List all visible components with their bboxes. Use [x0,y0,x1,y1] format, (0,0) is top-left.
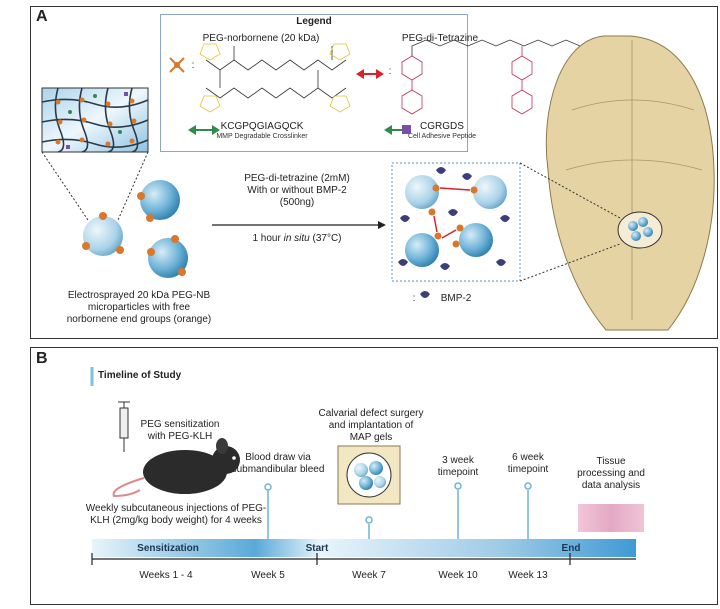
surgery-line3: MAP gels [349,432,393,443]
reaction-line4-pre: 1 hour [252,233,284,244]
peptide-icon [384,125,411,135]
bar-start-label: Start [305,543,329,554]
reaction-line1: PEG-di-tetrazine (2mM) [244,173,350,184]
crosslinker-arrow-icon [188,125,220,135]
peg-nb-structure-icon [169,43,351,113]
particles-caption-line1: Electrosprayed 20 kDa PEG-NB [67,290,211,301]
bmp-label: BMP-2 [440,293,472,304]
reaction-line4-post: (37°C) [309,233,342,244]
syringe-icon [118,401,130,452]
timeline-bar [92,539,636,557]
map-gel-particles [398,167,510,270]
sensitization-line2: with PEG-KLH [147,431,213,442]
tp6-line1: 6 week [512,452,544,463]
legend-colon-tz: : [388,66,392,77]
hydrogel-mesh-zoom [41,87,149,153]
injection-line1: Weekly subcutaneous injections of PEG- [85,503,267,514]
histology-icon [578,504,644,532]
week-label: Week 7 [352,570,386,581]
legend-crosslinker-seq: KCGPQGIAGQCK [220,121,304,132]
reaction-line2: With or without BMP-2 [247,185,347,196]
timeline-markers [264,482,532,539]
week-label: Week 13 [508,570,548,581]
microparticles-group [82,180,188,278]
reaction-double-arrow-icon [356,69,384,79]
tissue-line1: Tissue [596,456,626,467]
tp6-line2: timepoint [507,464,549,475]
peg-tz-structure-icon [401,39,609,115]
sensitization-line1: PEG sensitization [140,419,220,430]
reaction-line3: (500ng) [279,197,315,208]
map-gel-box [391,162,521,282]
week-label: Week 10 [438,570,478,581]
legend-crosslinker-desc: MMP Degradable Crosslinker [216,133,308,140]
panel-b-label: B [36,350,48,367]
legend-title: Legend [296,16,332,27]
blood-draw-line1: Blood draw via [245,452,311,463]
legend-peg-tz-label: PEG-di-Tetrazine [401,33,479,44]
injection-line2: KLH (2mg/kg body weight) for 4 weeks [90,515,262,526]
timeline-title: Timeline of Study [98,370,182,381]
reaction-line4-em: in situ [283,233,310,244]
bar-sensitization-label: Sensitization [137,543,199,554]
particles-caption-line3: norbornene end groups (orange) [66,314,212,325]
tissue-line3: data analysis [581,480,641,491]
week-label: Week 5 [251,570,285,581]
mouse-icon [112,438,240,498]
blood-draw-line2: submandibular bleed [231,464,325,475]
legend-peptide-desc: Cell Adhesive Peptide [407,133,477,140]
surgery-line2: and implantation of [328,420,414,431]
particles-caption-line2: microparticles with free [87,302,191,313]
bmp-legend-icon [420,291,430,298]
skull-illustration [545,35,715,331]
tp3-line1: 3 week [442,455,474,466]
week-label: Weeks 1 - 4 [139,570,193,581]
surgery-line1: Calvarial defect surgery [318,408,424,419]
legend-colon-nb: : [191,60,195,71]
bmp-colon: : [412,293,416,304]
calvarial-defect [617,211,663,249]
legend-peg-nb-label: PEG-norbornene (20 kDa) [202,33,320,44]
reaction-line4: 1 hour in situ (37°C) [232,233,362,245]
map-gel-thumbnail-icon [337,445,401,505]
tissue-line2: processing and [577,468,645,479]
panel-a-label: A [36,8,48,25]
bar-end-label: End [561,543,581,554]
tp3-line2: timepoint [437,467,479,478]
legend-peptide-seq: CGRGDS [420,121,464,132]
